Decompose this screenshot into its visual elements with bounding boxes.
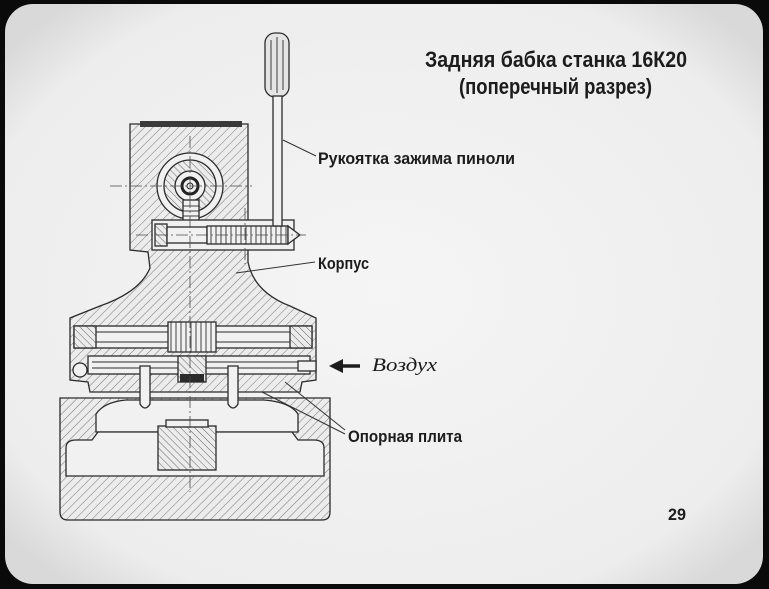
tailstock-body-section bbox=[69, 123, 317, 393]
air-arrow-head bbox=[329, 359, 343, 373]
label-base-plate: Опорная плита bbox=[348, 427, 462, 446]
air-valve-seat bbox=[180, 374, 204, 382]
right-pin bbox=[227, 365, 239, 409]
bed-center-block bbox=[157, 425, 217, 471]
left-pin bbox=[139, 365, 151, 409]
air-inlet bbox=[297, 360, 317, 372]
body-top-knurl bbox=[140, 121, 242, 127]
body-leader bbox=[235, 261, 316, 274]
left-bolt-head bbox=[73, 325, 97, 349]
center-coupling bbox=[167, 321, 217, 353]
left-plug bbox=[72, 362, 88, 378]
page-number: 29 bbox=[668, 505, 686, 524]
base-plate-leader-2 bbox=[284, 381, 346, 431]
title-line-1: Задняя бабка станка 16К20 bbox=[425, 47, 687, 72]
label-air: Воздух bbox=[372, 355, 438, 376]
right-bolt-nut bbox=[289, 325, 313, 349]
handle-rod bbox=[272, 95, 283, 227]
base-plate-leader bbox=[261, 391, 346, 435]
tailstock-diagram bbox=[59, 32, 331, 521]
label-body: Корпус bbox=[318, 254, 369, 273]
center-block-cap bbox=[165, 419, 209, 428]
air-arrow bbox=[329, 359, 360, 373]
label-handle: Рукоятка зажима пиноли bbox=[318, 149, 515, 168]
handle-leader bbox=[282, 139, 317, 157]
title-line-2: (поперечный разрез) bbox=[459, 74, 652, 99]
